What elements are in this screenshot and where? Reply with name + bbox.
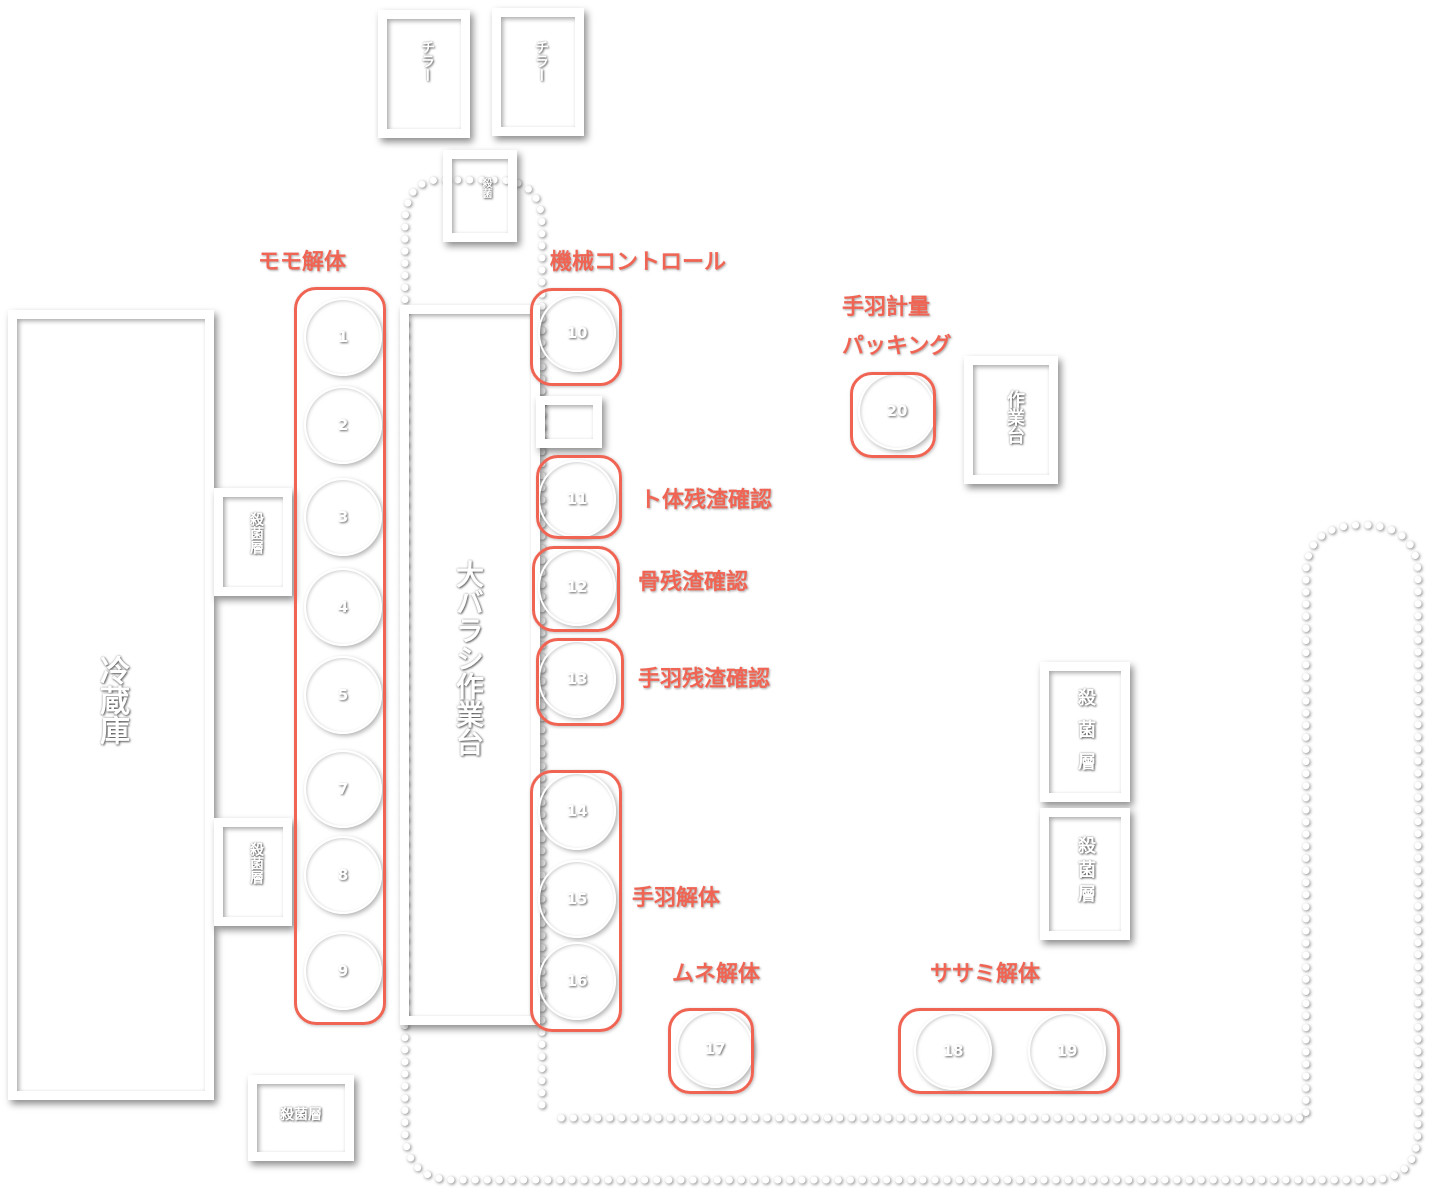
station-number: 19 xyxy=(1056,1042,1078,1060)
sterilizer-bottom-label: 殺菌層 xyxy=(280,1107,322,1123)
sterilizer-left-2 xyxy=(214,818,292,926)
tebasaki-weighing-group xyxy=(850,372,936,458)
station-number: 9 xyxy=(337,962,349,980)
bone-residue-group xyxy=(532,546,620,632)
sterilizer-top-label: 殺菌 xyxy=(480,178,491,198)
label-tebasaki-weighing-1: 手羽計量 xyxy=(842,295,931,320)
station-number: 4 xyxy=(337,598,349,616)
label-momo-dismantle: モモ解体 xyxy=(258,250,347,275)
station-number: 15 xyxy=(566,890,588,908)
station-number: 5 xyxy=(337,686,349,704)
tebasaki-residue-group xyxy=(536,638,624,726)
station-19[interactable]: 19 xyxy=(1028,1012,1106,1090)
station-number: 13 xyxy=(566,670,588,688)
sterilizer-right-2-label: 殺菌層 xyxy=(1075,836,1096,908)
label-mune-dismantle: ムネ解体 xyxy=(672,962,761,987)
chiller-right xyxy=(492,8,584,136)
mune-group xyxy=(668,1008,754,1094)
station-number: 18 xyxy=(942,1042,964,1060)
station-number: 16 xyxy=(566,972,588,990)
label-tebasaki-dismantle: 手羽解体 xyxy=(632,886,721,911)
station-14[interactable]: 14 xyxy=(538,772,616,850)
sasami-group xyxy=(898,1008,1120,1094)
station-8[interactable]: 8 xyxy=(304,836,382,914)
station-12[interactable]: 12 xyxy=(538,548,616,626)
refrigerator-label: 冷蔵庫 xyxy=(94,655,129,745)
station-9[interactable]: 9 xyxy=(304,932,382,1010)
label-body-residue: ト体残渣確認 xyxy=(640,488,773,513)
station-number: 2 xyxy=(337,416,349,434)
small-box xyxy=(536,396,602,448)
station-number: 1 xyxy=(337,328,349,346)
sterilizer-right-2 xyxy=(1040,808,1130,940)
station-number: 7 xyxy=(337,780,349,798)
sterilizer-left-2-label: 殺菌層 xyxy=(248,842,264,884)
station-1[interactable]: 1 xyxy=(304,298,382,376)
work-table-right-label: 作業台 xyxy=(1004,390,1025,444)
station-2[interactable]: 2 xyxy=(304,386,382,464)
tebasaki-dismantle-group xyxy=(530,770,622,1032)
station-7[interactable]: 7 xyxy=(304,750,382,828)
sterilizer-left-1 xyxy=(214,488,292,596)
label-sasami-dismantle: ササミ解体 xyxy=(930,962,1041,987)
station-5[interactable]: 5 xyxy=(304,656,382,734)
body-residue-group xyxy=(536,455,622,539)
station-10[interactable]: 10 xyxy=(538,294,616,372)
station-number: 8 xyxy=(337,866,349,884)
chiller-left xyxy=(378,10,470,138)
station-number: 17 xyxy=(704,1040,726,1058)
sterilizer-right-1-label: 殺菌層 xyxy=(1075,688,1096,784)
label-tebasaki-residue: 手羽残渣確認 xyxy=(638,667,771,692)
station-number: 10 xyxy=(566,324,588,342)
momo-group xyxy=(294,287,386,1025)
station-number: 20 xyxy=(886,402,908,420)
sterilizer-right-1 xyxy=(1040,662,1130,802)
label-machine-control: 機械コントロール xyxy=(550,250,727,275)
station-4[interactable]: 4 xyxy=(304,568,382,646)
station-13[interactable]: 13 xyxy=(538,640,616,718)
station-15[interactable]: 15 xyxy=(538,860,616,938)
sterilizer-left-1-label: 殺菌層 xyxy=(248,512,264,554)
label-bone-residue: 骨残渣確認 xyxy=(638,570,749,595)
station-16[interactable]: 16 xyxy=(538,942,616,1020)
main-work-table xyxy=(400,305,540,1025)
refrigerator xyxy=(8,310,214,1100)
station-number: 11 xyxy=(566,490,588,508)
machine-control-group xyxy=(530,288,622,386)
station-number: 3 xyxy=(337,508,349,526)
sterilizer-top xyxy=(443,150,517,242)
station-3[interactable]: 3 xyxy=(304,478,382,556)
chiller-left-label: チラー xyxy=(419,40,435,82)
station-number: 14 xyxy=(566,802,588,820)
work-table-right xyxy=(964,356,1058,484)
station-number: 12 xyxy=(566,578,588,596)
sterilizer-bottom xyxy=(248,1075,354,1161)
label-tebasaki-weighing-2: パッキング xyxy=(842,334,952,359)
station-18[interactable]: 18 xyxy=(914,1012,992,1090)
chiller-right-label: チラー xyxy=(533,40,549,82)
main-work-table-label: 大バラシ作業台 xyxy=(452,560,485,756)
